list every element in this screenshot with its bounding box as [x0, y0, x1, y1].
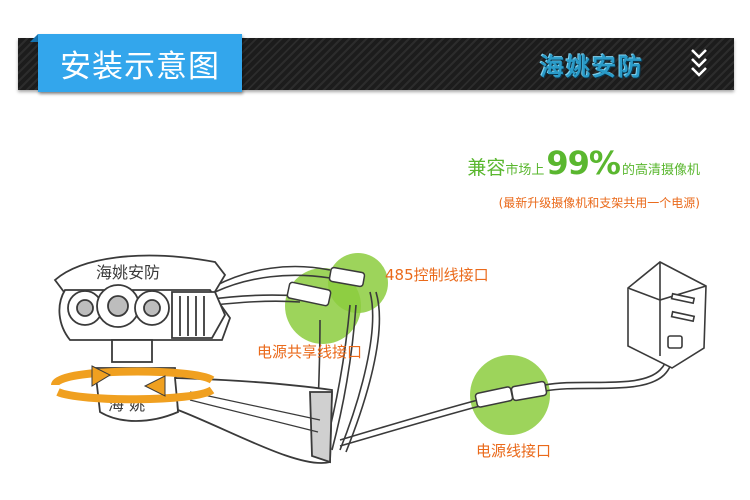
page-title: 安装示意图: [38, 34, 242, 92]
connectors: [286, 266, 548, 408]
power-share-port-label: 电源共享线接口: [257, 343, 363, 361]
control-port-label: 485控制线接口: [385, 266, 489, 284]
compatibility-headline: 兼容 市场上 99% 的高清摄像机: [467, 144, 700, 182]
power-port-label: 电源线接口: [476, 442, 552, 460]
headline-part2: 市场上: [505, 163, 545, 178]
headline-number: 99%: [546, 144, 621, 182]
rotation-arrows-icon: [51, 365, 215, 404]
power-adapter-icon: [627, 261, 707, 369]
chevron-down-icon: [691, 49, 707, 77]
headline-part1: 兼容: [467, 157, 506, 179]
camera-brand-text: 海姚安防: [96, 263, 160, 282]
headline-subline: (最新升级摄像机和支架共用一个电源): [498, 196, 700, 210]
headline-part3: 的高清摄像机: [621, 163, 700, 178]
brand-logo: 海姚安防: [540, 52, 644, 81]
camera: [53, 254, 333, 464]
banner-fold: [30, 34, 38, 42]
